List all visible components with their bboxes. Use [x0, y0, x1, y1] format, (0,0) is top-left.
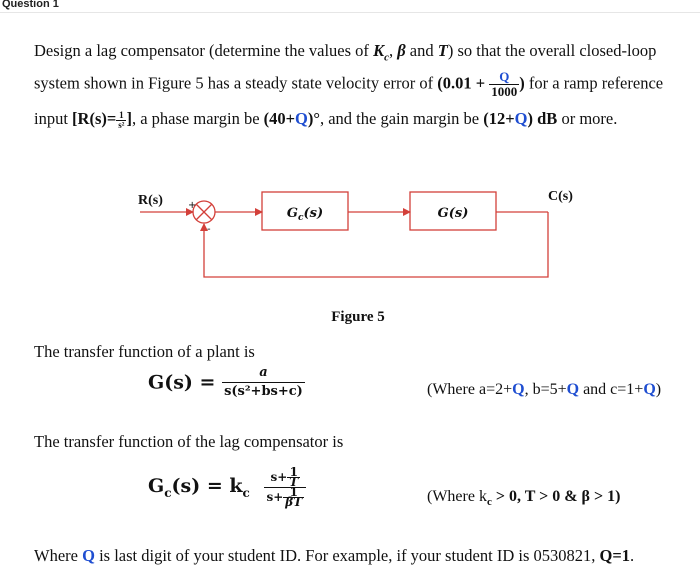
sum-minus-sign: -	[207, 224, 211, 235]
kc-symbol: Kc	[373, 41, 389, 64]
question-label: Question 1	[2, 0, 59, 10]
input-label: R(s)	[138, 193, 163, 208]
problem-line-2: system shown in Figure 5 has a steady st…	[34, 69, 664, 99]
sum-plus-sign: +	[188, 200, 196, 211]
output-label: C(s)	[548, 189, 573, 204]
compensator-label: Gc(s)	[287, 206, 323, 223]
compensator-block	[261, 191, 349, 231]
plant-block	[409, 191, 497, 231]
plant-constants-note: (Where a=2+Q, b=5+Q and c=1+Q)	[427, 381, 662, 398]
plant-equation: G(s) = a s(s²+bs+c)	[148, 365, 305, 399]
compensator-intro: The transfer function of the lag compens…	[34, 432, 344, 451]
feedback-path	[200, 212, 549, 278]
figure-caption: Figure 5	[331, 309, 384, 325]
question-header: Question 1	[0, 0, 700, 13]
problem-line-1: Design a lag compensator (determine the …	[34, 41, 657, 64]
plant-label: G(s)	[438, 206, 469, 221]
t-symbol: T	[437, 41, 448, 60]
compensator-constraints-note: (Where kc > 0, T > 0 & β > 1)	[427, 488, 621, 509]
beta-symbol: β	[397, 41, 406, 60]
student-id-note: Where Q is last digit of your student ID…	[34, 546, 635, 565]
plant-intro: The transfer function of a plant is	[34, 342, 255, 361]
